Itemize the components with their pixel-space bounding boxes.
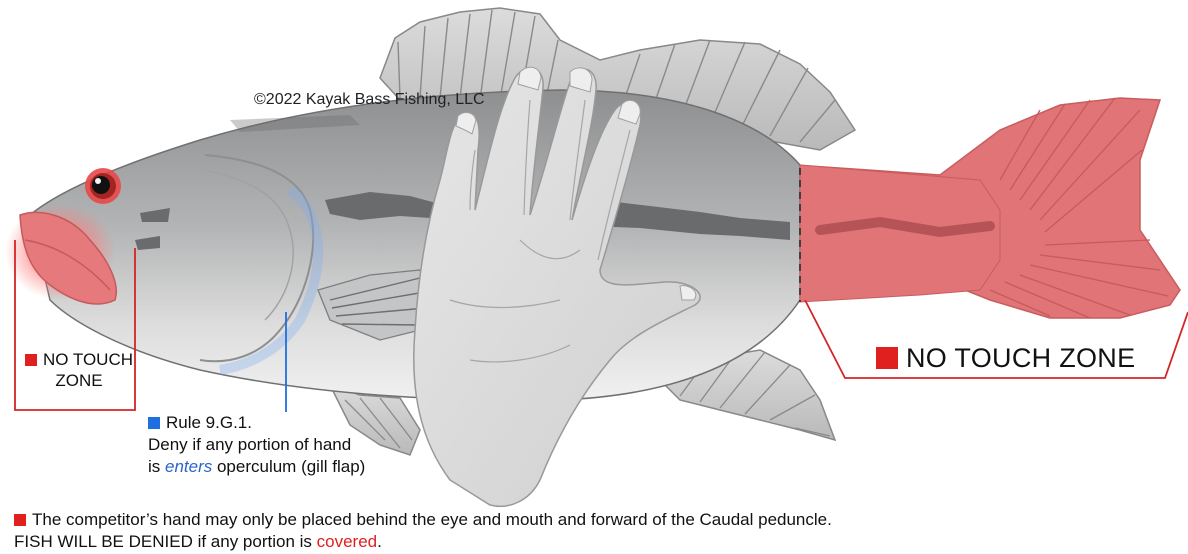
bottom-line2-pre: FISH WILL BE DENIED if any portion is [14,532,317,551]
copyright-text: ©2022 Kayak Bass Fishing, LLC [254,91,485,109]
no-touch-zone-right-label: NO TOUCH ZONE [876,343,1135,374]
rule-line2-emphasis: enters [165,457,212,476]
no-touch-right-text: NO TOUCH ZONE [906,343,1135,373]
fish-eye [85,168,121,204]
bottom-line2-emphasis: covered [317,532,377,551]
rule-title: Rule 9.G.1. [166,413,252,432]
rule-line2-post: operculum (gill flap) [212,457,365,476]
red-square-icon [25,354,37,366]
no-touch-left-line1: NO TOUCH [43,350,133,369]
bottom-note: The competitor’s hand may only be placed… [14,509,832,553]
bottom-line2: FISH WILL BE DENIED if any portion is co… [14,531,832,553]
no-touch-zone-left-label: NO TOUCH ZONE [24,349,134,391]
bottom-line2-post: . [377,532,382,551]
rule-line2-pre: is [148,457,165,476]
bottom-line1: The competitor’s hand may only be placed… [32,510,832,529]
red-square-icon [876,347,898,369]
rule-note: Rule 9.G.1. Deny if any portion of hand … [148,412,365,478]
no-touch-left-line2: ZONE [24,370,134,391]
rule-line1: Deny if any portion of hand [148,434,365,456]
rule-line2: is enters operculum (gill flap) [148,456,365,478]
red-square-icon [14,514,26,526]
blue-square-icon [148,417,160,429]
